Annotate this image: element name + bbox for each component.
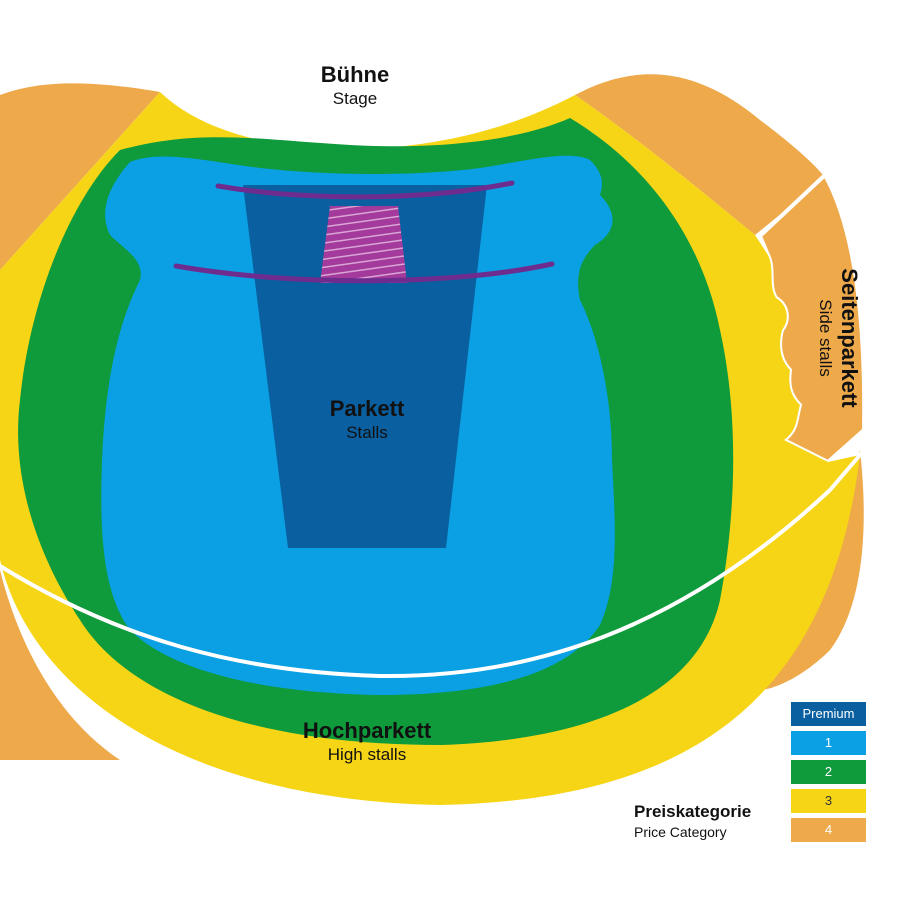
premium-zone[interactable] <box>243 185 487 548</box>
category-4-right-zone[interactable] <box>575 74 825 236</box>
category-4-lower-right-zone[interactable] <box>760 450 864 690</box>
legend-category-2-label: 2 <box>824 764 833 779</box>
legend-category-4: 4 <box>791 818 866 842</box>
hochparkett-title: Hochparkett <box>302 718 432 743</box>
stage-label: Bühne Stage <box>250 62 460 110</box>
legend-title-sub: Price Category <box>634 824 727 840</box>
seitenparkett-title: Seitenparkett <box>837 268 862 408</box>
legend-category-1: 1 <box>791 731 866 755</box>
side-divider-line <box>828 446 868 492</box>
hochparkett-subtitle: High stalls <box>327 745 407 764</box>
row-line-back <box>173 261 555 284</box>
stage-subtitle: Stage <box>332 89 378 108</box>
price-legend: Premium 1 2 3 4 <box>791 702 866 847</box>
parkett-subtitle: Stalls <box>346 423 388 442</box>
legend-category-3: 3 <box>791 789 866 813</box>
level-divider-line <box>0 488 832 679</box>
category-4-left-zone[interactable] <box>0 83 160 270</box>
legend-category-3-label: 3 <box>824 793 833 808</box>
legend-category-1-label: 1 <box>824 735 833 750</box>
parkett-title: Parkett <box>329 396 405 421</box>
legend-premium: Premium <box>791 702 866 726</box>
seitenparkett-subtitle: Side stalls <box>816 299 835 377</box>
hochparkett-label: Hochparkett High stalls <box>262 718 472 766</box>
row-line-front <box>215 180 515 200</box>
legend-title: Preiskategorie Price Category <box>634 801 751 842</box>
category-4-bottom-zone[interactable] <box>0 570 120 760</box>
highlighted-seat-block[interactable] <box>320 206 407 283</box>
legend-category-2: 2 <box>791 760 866 784</box>
parkett-label: Parkett Stalls <box>262 396 472 444</box>
seitenparkett-label: Seitenparkett Side stalls <box>806 248 862 428</box>
legend-premium-label: Premium <box>802 706 855 721</box>
stage-title: Bühne <box>320 62 390 87</box>
legend-title-main: Preiskategorie <box>634 802 752 821</box>
legend-category-4-label: 4 <box>824 822 833 837</box>
